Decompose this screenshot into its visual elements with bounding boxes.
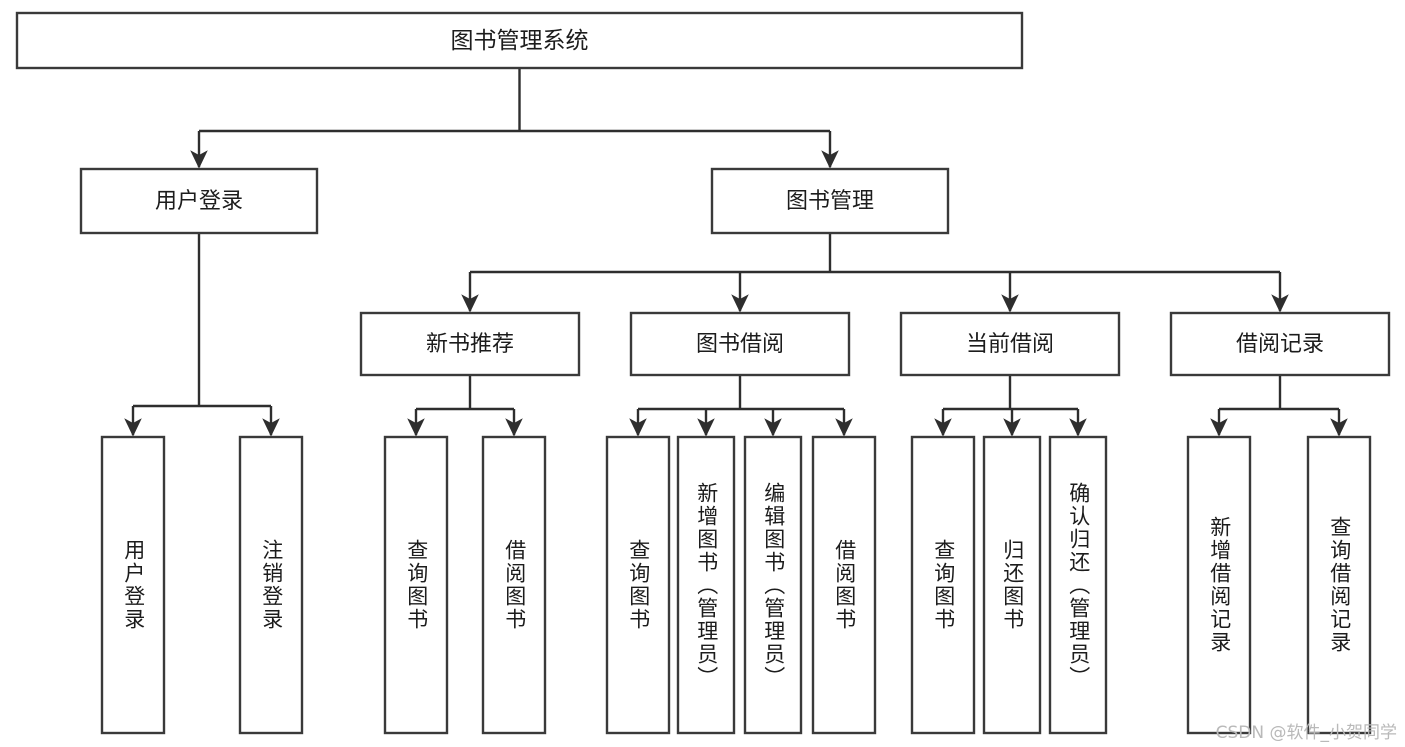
leaf-用户登录[interactable]: 用户登录 xyxy=(100,435,166,735)
node-label-wrap: 新增图书（管理员） xyxy=(694,481,719,689)
leaf-新增图书-管理员[interactable]: 新增图书（管理员） xyxy=(676,435,736,735)
node-label-wrap: 借阅图书 xyxy=(832,539,857,631)
node-label: 注销登录 xyxy=(259,539,284,631)
node-label-wrap: 查询图书 xyxy=(404,539,429,631)
edge-layer xyxy=(124,68,1348,437)
node-label-wrap: 用户登录 xyxy=(121,539,146,631)
leaf-查询借阅记录[interactable]: 查询借阅记录 xyxy=(1306,435,1372,735)
node-label: 查询借阅记录 xyxy=(1327,516,1352,654)
node-label: 借阅图书 xyxy=(502,539,527,631)
node-label: 查询图书 xyxy=(404,539,429,631)
node-label: 归还图书 xyxy=(1000,539,1025,631)
node-label: 新书推荐 xyxy=(426,332,514,357)
node-label: 查询图书 xyxy=(931,539,956,631)
box-outline xyxy=(676,435,736,735)
box-outline xyxy=(100,435,166,735)
node-用户登录[interactable]: 用户登录 xyxy=(79,167,319,235)
node-label: 查询图书 xyxy=(626,539,651,631)
box-outline xyxy=(481,435,547,735)
leaf-新增借阅记录[interactable]: 新增借阅记录 xyxy=(1186,435,1252,735)
box-outline xyxy=(238,435,304,735)
leaf-借阅图书[interactable]: 借阅图书 xyxy=(481,435,547,735)
leaf-确认归还-管理员[interactable]: 确认归还（管理员） xyxy=(1048,435,1108,735)
node-label-wrap: 查询借阅记录 xyxy=(1327,516,1352,654)
node-label-wrap: 注销登录 xyxy=(259,539,284,631)
node-label: 当前借阅 xyxy=(966,332,1054,357)
box-outline xyxy=(1306,435,1372,735)
node-label: 确认归还（管理员） xyxy=(1066,481,1091,689)
node-label-wrap: 查询图书 xyxy=(931,539,956,631)
box-outline xyxy=(605,435,671,735)
leaf-编辑图书-管理员[interactable]: 编辑图书（管理员） xyxy=(743,435,803,735)
node-label-wrap: 编辑图书（管理员） xyxy=(761,481,786,689)
node-label: 新增借阅记录 xyxy=(1207,516,1232,654)
node-label: 图书借阅 xyxy=(696,332,784,357)
node-label-wrap: 确认归还（管理员） xyxy=(1066,481,1091,689)
box-outline xyxy=(899,311,1121,377)
node-label: 用户登录 xyxy=(121,539,146,631)
node-借阅记录[interactable]: 借阅记录 xyxy=(1169,311,1391,377)
node-图书管理系统[interactable]: 图书管理系统 xyxy=(15,11,1024,70)
node-当前借阅[interactable]: 当前借阅 xyxy=(899,311,1121,377)
box-outline xyxy=(1169,311,1391,377)
node-label-wrap: 归还图书 xyxy=(1000,539,1025,631)
leaf-注销登录[interactable]: 注销登录 xyxy=(238,435,304,735)
box-outline xyxy=(15,11,1024,70)
box-outline xyxy=(910,435,976,735)
leaf-查询图书[interactable]: 查询图书 xyxy=(383,435,449,735)
box-outline xyxy=(383,435,449,735)
node-label-wrap: 查询图书 xyxy=(626,539,651,631)
node-label: 编辑图书（管理员） xyxy=(761,481,786,689)
node-label-wrap: 借阅图书 xyxy=(502,539,527,631)
box-outline xyxy=(359,311,581,377)
box-outline xyxy=(79,167,319,235)
node-label: 用户登录 xyxy=(155,189,243,214)
leaf-借阅图书[interactable]: 借阅图书 xyxy=(811,435,877,735)
node-label: 新增图书（管理员） xyxy=(694,481,719,689)
leaf-查询图书[interactable]: 查询图书 xyxy=(605,435,671,735)
node-label-wrap: 新增借阅记录 xyxy=(1207,516,1232,654)
node-图书借阅[interactable]: 图书借阅 xyxy=(629,311,851,377)
box-outline xyxy=(743,435,803,735)
box-outline xyxy=(1186,435,1252,735)
node-label: 借阅记录 xyxy=(1236,332,1324,357)
node-layer: 图书管理系统用户登录图书管理新书推荐图书借阅当前借阅借阅记录用户登录注销登录查询… xyxy=(15,11,1391,735)
box-outline xyxy=(811,435,877,735)
leaf-查询图书[interactable]: 查询图书 xyxy=(910,435,976,735)
box-outline xyxy=(710,167,950,235)
box-outline xyxy=(982,435,1042,735)
box-outline xyxy=(1048,435,1108,735)
leaf-归还图书[interactable]: 归还图书 xyxy=(982,435,1042,735)
node-图书管理[interactable]: 图书管理 xyxy=(710,167,950,235)
node-新书推荐[interactable]: 新书推荐 xyxy=(359,311,581,377)
node-label: 图书管理系统 xyxy=(451,28,589,54)
node-label: 图书管理 xyxy=(786,189,874,214)
node-label: 借阅图书 xyxy=(832,539,857,631)
box-outline xyxy=(629,311,851,377)
